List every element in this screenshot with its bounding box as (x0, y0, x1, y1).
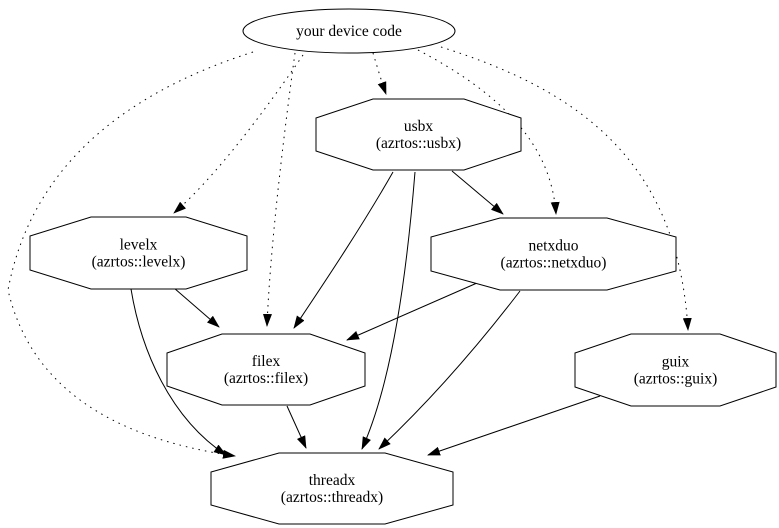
node-netxduo: netxduo(azrtos::netxduo) (430, 217, 677, 291)
netxduo-label: (azrtos::netxduo) (501, 255, 607, 272)
device-shape (242, 8, 456, 54)
netxduo-shape (430, 217, 677, 291)
node-levelx: levelx(azrtos::levelx) (29, 216, 248, 290)
edge-device-netxduo (417, 49, 560, 215)
node-guix: guix(azrtos::guix) (574, 333, 777, 407)
node-filex: filex(azrtos::filex) (166, 333, 366, 406)
filex-label: filex (252, 353, 281, 370)
edge-netxduo-filex (346, 282, 478, 341)
threadx-shape (210, 452, 454, 525)
device-label: your device code (296, 23, 402, 40)
threadx-label: threadx (309, 472, 356, 489)
filex-shape (166, 333, 366, 406)
node-usbx: usbx(azrtos::usbx) (315, 98, 522, 171)
netxduo-label: netxduo (529, 238, 579, 255)
usbx-label: (azrtos::usbx) (376, 135, 461, 152)
filex-label: (azrtos::filex) (224, 370, 308, 387)
threadx-label: (azrtos::threadx) (281, 489, 383, 506)
edge-usbx-filex (293, 171, 394, 329)
edge-levelx-filex (173, 287, 220, 328)
edge-filex-threadx (286, 405, 307, 449)
edge-device-filex (262, 52, 296, 327)
edge-device-usbx (372, 52, 387, 95)
nodes-layer: your device codeusbx(azrtos::usbx)levelx… (29, 8, 777, 525)
node-threadx: threadx(azrtos::threadx) (210, 452, 454, 525)
edge-device-levelx (173, 54, 304, 214)
edge-levelx-threadx (130, 288, 227, 456)
edge-netxduo-threadx (378, 290, 521, 450)
node-device: your device code (242, 8, 456, 54)
guix-shape (574, 333, 777, 407)
levelx-label: levelx (120, 237, 158, 254)
edges-layer (7, 46, 692, 459)
edge-usbx-threadx (361, 171, 416, 450)
edge-guix-threadx (427, 395, 601, 456)
usbx-label: usbx (404, 118, 434, 135)
guix-label: (azrtos::guix) (634, 371, 718, 388)
usbx-shape (315, 98, 522, 171)
guix-label: guix (662, 354, 690, 371)
edge-usbx-netxduo (451, 170, 504, 215)
levelx-label: (azrtos::levelx) (92, 254, 186, 271)
levelx-shape (29, 216, 248, 290)
